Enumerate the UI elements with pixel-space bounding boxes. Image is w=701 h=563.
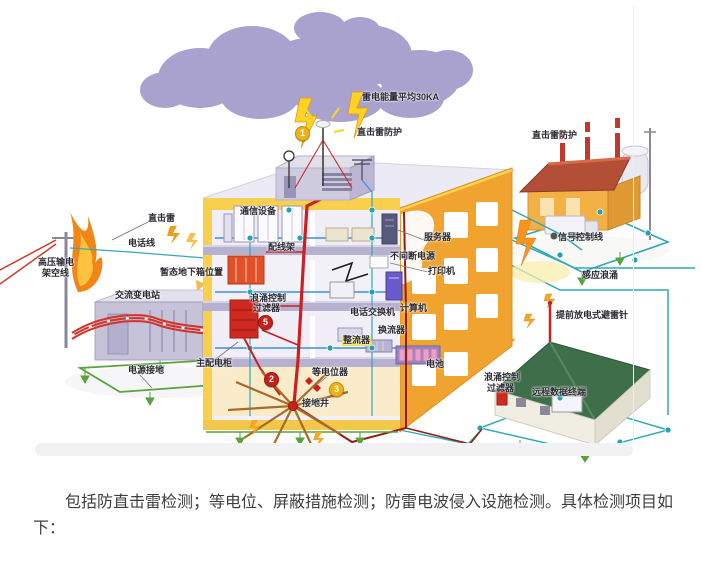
image-edge-divider [633, 6, 634, 443]
storm-clouds-icon [140, 12, 473, 122]
badge-2: 2 [264, 372, 279, 387]
label-patch-panel: 配线架 [268, 242, 296, 252]
grounding-well-icon [227, 371, 349, 449]
label-surge-filter-2b: 过滤器 [487, 383, 515, 393]
fire-flame-icon [70, 212, 198, 292]
comm-equipment-racks [223, 205, 303, 243]
label-induced-surge: 感应浪涌 [582, 270, 619, 280]
equipotential-device-icon [305, 377, 321, 392]
label-surge-filter-1a: 浪涌控制 [250, 293, 287, 303]
phone-line-wire [69, 247, 206, 259]
ground-point [288, 401, 298, 411]
tv-antenna-icon [352, 159, 373, 193]
label-ground-well: 接地井 [302, 398, 330, 408]
label-ac-substation: 交流变电站 [115, 290, 161, 300]
label-remote-terminal: 远程数据终端 [532, 387, 587, 397]
surge-glow-icon [510, 261, 570, 283]
hv-pole-icon [0, 232, 80, 348]
label-direct-strike-protection-right: 直击雷防护 [532, 130, 578, 140]
lightning-rod-mast [294, 120, 353, 189]
badge-3: 3 [329, 382, 344, 397]
label-phone-line: 电话线 [128, 238, 156, 248]
label-underground-box: 暂态地下箱位置 [160, 267, 224, 277]
caption-paragraph: 包括防直击雷检测；等电位、屏蔽措施检测；防雷电波侵入设施检测。具体检测项目如下： [33, 494, 674, 537]
arrow-icon [196, 280, 206, 291]
computer-tower [385, 271, 403, 301]
label-signal-line: 信号控制线 [558, 232, 604, 242]
label-pbx: 电话交换机 [350, 307, 396, 317]
server-and-ups [325, 213, 398, 269]
label-lightning-energy: 雷电能量平均30KA [362, 92, 440, 102]
label-ese-rod: 提前放电式避雷针 [556, 310, 629, 320]
label-ups: 不间断电源 [390, 251, 436, 261]
label-hv-line-2: 架空线 [42, 268, 70, 278]
label-rectifier: 整流器 [342, 335, 372, 346]
label-power-ground: 电源接地 [128, 365, 165, 375]
label-server: 服务器 [424, 232, 452, 242]
label-direct-strike: 直击雷 [148, 213, 176, 223]
label-comm-equipment: 通信设备 [240, 206, 277, 216]
spark-icon [249, 420, 260, 436]
label-main-cabinet: 主配电柜 [196, 358, 233, 368]
label-equipotential: 等电位器 [312, 367, 349, 377]
battery-bank [395, 345, 441, 365]
label-surge-filter-2a: 浪涌控制 [484, 372, 521, 382]
label-battery: 电池 [426, 359, 445, 369]
label-direct-strike-protection-top: 直击雷防护 [357, 127, 403, 137]
label-hv-line-1: 高压输电 [38, 257, 75, 267]
spark-icon [313, 432, 324, 448]
badge-5: 5 [258, 315, 273, 330]
main-building [202, 120, 516, 447]
label-converter: 换流器 [378, 325, 406, 335]
image-bottom-strip [35, 443, 633, 456]
loop-antenna-icon [283, 150, 295, 188]
label-surge-filter-1b: 过滤器 [253, 303, 281, 313]
badge-1: 1 [295, 126, 310, 141]
label-computer: 计算机 [400, 303, 428, 313]
label-printer: 打印机 [428, 266, 456, 276]
rooftop-penthouse [275, 155, 375, 201]
pbx-box [329, 281, 355, 299]
wire-nodes [246, 206, 376, 352]
window [412, 202, 498, 386]
